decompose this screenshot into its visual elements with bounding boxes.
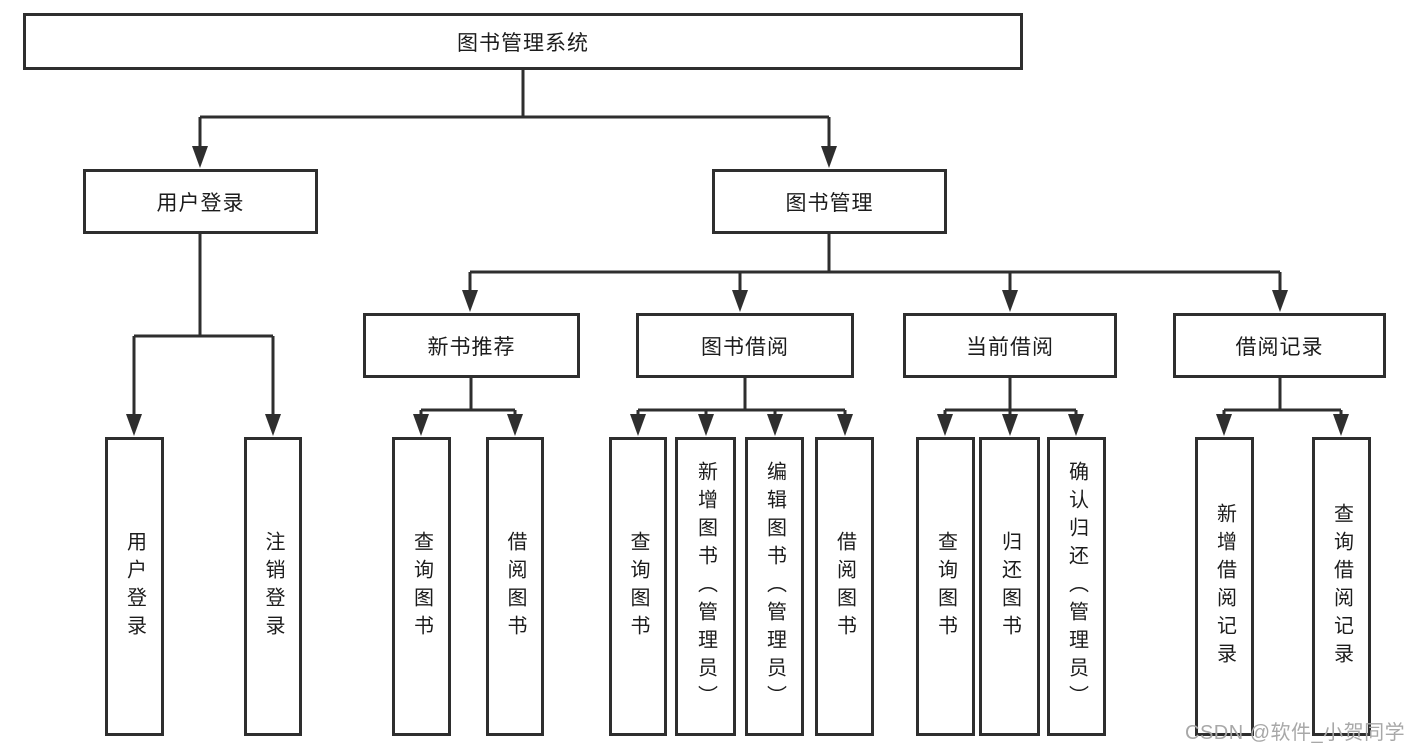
node-current-borrow: 当前借阅 [903, 313, 1117, 378]
node-user-login: 用户登录 [83, 169, 318, 234]
node-current-borrow-label: 当前借阅 [966, 335, 1054, 359]
root-node-label: 图书管理系统 [457, 31, 589, 55]
leaf-cb-return-books: 归还图书 [979, 437, 1040, 736]
leaf-br-add-record-label: 新增借阅记录 [1213, 502, 1236, 671]
node-book-borrow-label: 图书借阅 [701, 335, 789, 359]
node-user-login-label: 用户登录 [156, 191, 245, 215]
node-book-management: 图书管理 [712, 169, 947, 234]
leaf-nbr-query-books: 查询图书 [392, 437, 451, 736]
leaf-logout: 注销登录 [244, 437, 302, 736]
leaf-user-login: 用户登录 [105, 437, 164, 736]
leaf-nbr-query-books-label: 查询图书 [410, 530, 433, 643]
leaf-bb-query-books: 查询图书 [609, 437, 667, 736]
leaf-bb-edit-books-admin-label: 编辑图书（管理员） [763, 460, 786, 713]
node-book-borrow: 图书借阅 [636, 313, 854, 378]
node-borrow-records-label: 借阅记录 [1235, 335, 1324, 359]
node-borrow-records: 借阅记录 [1173, 313, 1386, 378]
leaf-nbr-borrow-books-label: 借阅图书 [504, 530, 526, 643]
leaf-logout-label: 注销登录 [262, 530, 284, 643]
leaf-br-query-record: 查询借阅记录 [1312, 437, 1371, 736]
leaf-cb-return-books-label: 归还图书 [998, 530, 1021, 643]
leaf-bb-borrow-books: 借阅图书 [815, 437, 874, 736]
root-node: 图书管理系统 [23, 13, 1023, 70]
leaf-user-login-label: 用户登录 [123, 530, 146, 643]
leaf-bb-edit-books-admin: 编辑图书（管理员） [745, 437, 804, 736]
leaf-cb-confirm-return-admin: 确认归还（管理员） [1047, 437, 1106, 736]
node-book-management-label: 图书管理 [785, 191, 874, 215]
leaf-cb-confirm-return-admin-label: 确认归还（管理员） [1065, 460, 1088, 713]
leaf-br-add-record: 新增借阅记录 [1195, 437, 1254, 736]
leaf-cb-query-books-label: 查询图书 [934, 530, 957, 643]
leaf-br-query-record-label: 查询借阅记录 [1330, 502, 1353, 671]
node-new-book-recommend: 新书推荐 [363, 313, 580, 378]
leaf-bb-add-books-admin-label: 新增图书（管理员） [694, 460, 717, 713]
node-new-book-recommend-label: 新书推荐 [427, 335, 516, 359]
csdn-watermark: CSDN @软件_小贺同学 [1185, 722, 1405, 744]
leaf-cb-query-books: 查询图书 [916, 437, 975, 736]
leaf-bb-add-books-admin: 新增图书（管理员） [675, 437, 736, 736]
leaf-bb-borrow-books-label: 借阅图书 [833, 530, 856, 643]
leaf-nbr-borrow-books: 借阅图书 [486, 437, 544, 736]
leaf-bb-query-books-label: 查询图书 [627, 530, 649, 643]
